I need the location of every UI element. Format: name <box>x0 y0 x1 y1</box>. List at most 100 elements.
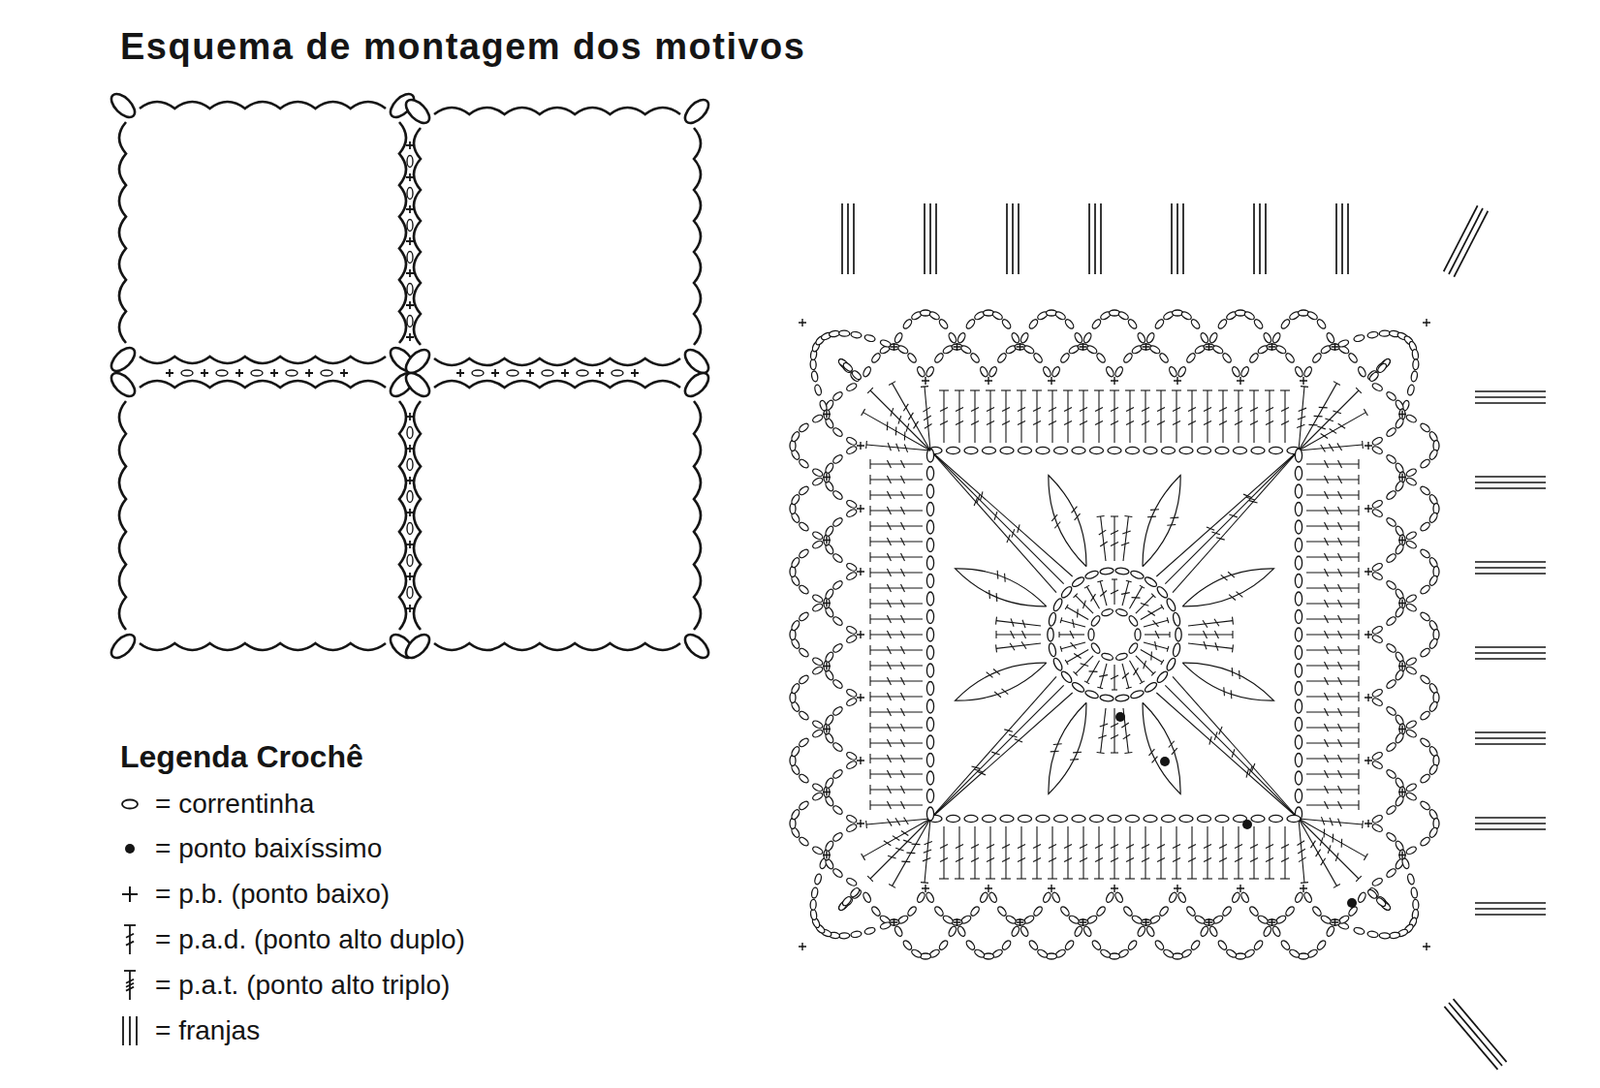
chain-stitch <box>850 369 863 381</box>
single-crochet <box>1422 318 1431 327</box>
chain-stitch <box>823 597 830 609</box>
chain-stitch <box>1294 556 1302 570</box>
stitch-tick <box>1324 708 1329 717</box>
stitch-tick <box>900 491 905 500</box>
chain-stitch <box>893 925 905 939</box>
single-crochet <box>953 918 962 927</box>
chain-stitch <box>1071 815 1086 822</box>
stitch-tick <box>1006 534 1010 543</box>
stitch-tick <box>1080 663 1089 667</box>
treble-stitch <box>1164 685 1299 819</box>
corner-loop <box>107 90 140 123</box>
single-crochet <box>1364 819 1373 828</box>
stitch-tick <box>1064 858 1072 863</box>
chain-stitch <box>1041 365 1053 378</box>
stitch-tick <box>886 723 891 732</box>
chain-stitch <box>926 699 934 714</box>
chain-stitch <box>1208 925 1220 939</box>
chain-stitch <box>1215 446 1229 454</box>
stitch-tick <box>1149 749 1156 756</box>
stitch-tick <box>900 754 905 763</box>
stitch-tick <box>900 599 905 608</box>
stitch-tick <box>1009 643 1015 651</box>
stitch-tick <box>1314 415 1323 418</box>
stitch-tick <box>1249 766 1253 775</box>
stitch-top <box>1047 389 1058 391</box>
stitch-tick <box>1324 418 1333 422</box>
stitch-top <box>1249 389 1259 391</box>
stitch-tick <box>1079 420 1088 425</box>
legend-symbol <box>123 1016 137 1046</box>
treble-stitch <box>1061 642 1086 650</box>
stitch-tick <box>901 830 909 836</box>
stitch-tick <box>1338 553 1343 562</box>
chain-stitch <box>951 344 963 350</box>
chain-stitch <box>1311 905 1323 917</box>
stitch-tick <box>1214 630 1219 639</box>
treble-stitch <box>1298 818 1305 883</box>
stitch-top <box>869 738 871 749</box>
stitch-top <box>1171 878 1182 879</box>
treble-stitch <box>989 390 991 443</box>
chain-stitch <box>845 625 858 636</box>
stitch-tick <box>1140 602 1149 606</box>
legend-entry: = p.a.d. (ponto alto duplo) <box>155 923 466 957</box>
chain-stitch <box>926 538 934 553</box>
chain-stitch <box>1371 625 1384 636</box>
chain-stitch <box>1127 317 1139 330</box>
chain-stitch <box>951 919 963 926</box>
chain-stitch <box>1164 657 1177 672</box>
chain-stitch <box>1269 446 1284 454</box>
stitch-top <box>1357 490 1359 501</box>
single-crochet <box>406 237 414 246</box>
chain-stitch <box>797 800 810 813</box>
treble-stitch <box>1298 383 1337 451</box>
stitch-tick <box>1002 407 1010 411</box>
chain-stitch <box>1115 607 1129 617</box>
fringe <box>1335 203 1338 275</box>
chain-stitch <box>181 370 193 377</box>
treble-stitch <box>1268 826 1270 879</box>
stitch-top <box>1097 515 1105 518</box>
stitch-tick <box>1147 516 1157 519</box>
chain-stitch <box>1394 732 1406 746</box>
stitch-tick <box>1324 491 1329 500</box>
treble-stitch <box>1306 649 1359 651</box>
stitch-tick <box>1098 735 1106 739</box>
stitch-top <box>124 970 136 973</box>
chain-stitch <box>926 610 934 625</box>
stitch-tick <box>1234 845 1243 849</box>
stitch-top <box>869 567 871 578</box>
stitch-tick <box>886 754 891 763</box>
chain-stitch <box>823 777 835 790</box>
stitch-tick <box>1219 845 1227 849</box>
stitch-tick <box>1054 521 1061 529</box>
stitch-top <box>1280 878 1290 879</box>
fringe <box>1448 208 1483 275</box>
stitch-tick <box>1069 630 1074 639</box>
slip-stitch <box>1160 756 1170 767</box>
stitch-tick <box>1082 600 1086 609</box>
treble-stitch <box>1306 571 1359 573</box>
chain-stitch <box>1180 310 1193 321</box>
stitch-tick <box>986 407 995 411</box>
chain-stitch <box>996 905 1008 917</box>
stitch-tick <box>1002 858 1010 863</box>
treble-stitch <box>1306 618 1359 620</box>
single-crochet <box>1422 942 1431 951</box>
treble-stitch <box>870 649 923 651</box>
stitch-top <box>1111 689 1118 691</box>
chain-stitch <box>848 886 861 899</box>
stitch-tick <box>1014 739 1023 743</box>
single-crochet <box>822 788 831 797</box>
fringe <box>1474 566 1546 569</box>
treble-stitch <box>1066 390 1068 443</box>
treble-stitch <box>1298 390 1359 451</box>
slip-stitch <box>125 844 135 854</box>
stitch-tick <box>940 420 948 425</box>
chain-stitch <box>987 365 999 378</box>
chain-stitch <box>1221 905 1233 917</box>
chain-stitch <box>845 444 858 456</box>
stitch-tick <box>1064 845 1072 849</box>
treble-stitch <box>1087 587 1100 610</box>
